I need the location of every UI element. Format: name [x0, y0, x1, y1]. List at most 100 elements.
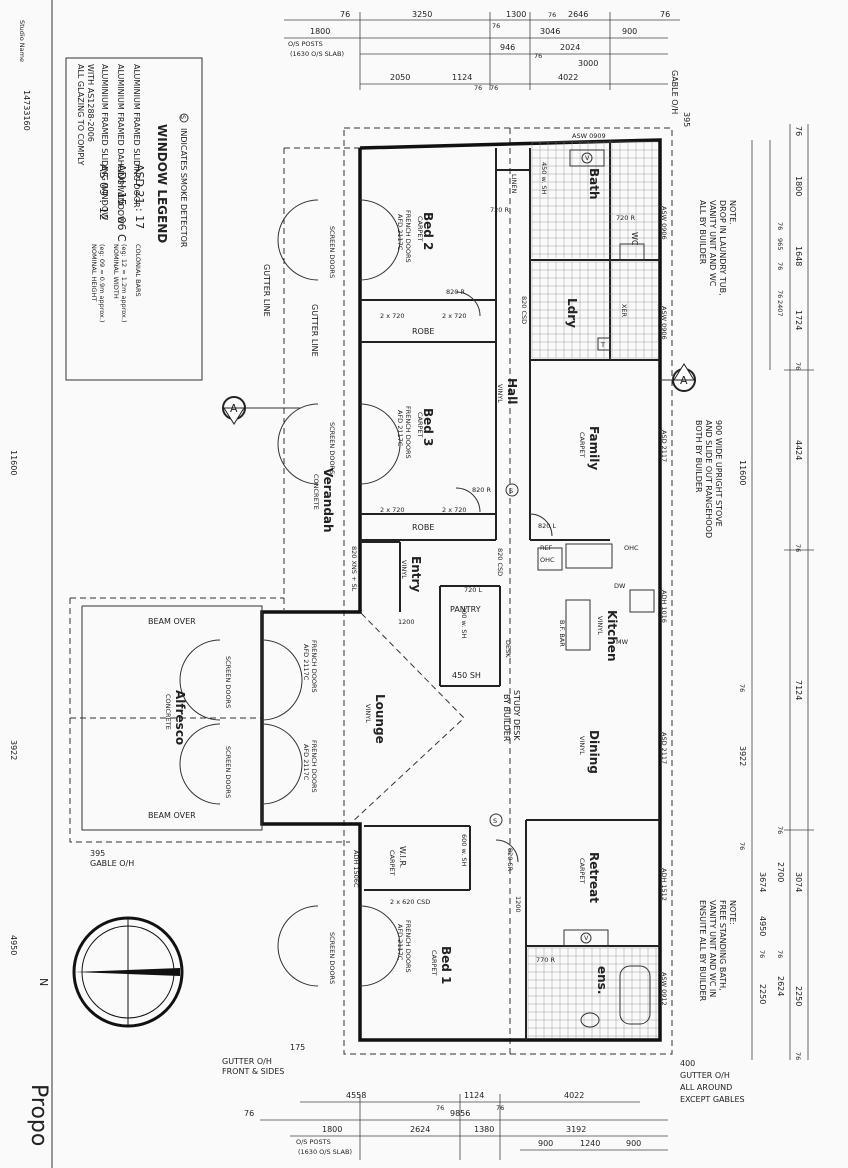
dim-r-1724: 1724: [794, 310, 803, 330]
svg-text:2 x 720: 2 x 720: [380, 312, 405, 320]
dim-r-2407: 2407: [776, 300, 784, 317]
bottom-os-slab: (1630 O/S SLAB): [298, 1148, 352, 1156]
gutter-line-1: GUTTER LINE: [262, 264, 271, 317]
room-entry: Entry: [409, 556, 423, 592]
dim-top-76d: 76: [534, 52, 542, 60]
svg-text:VINYL: VINYL: [578, 736, 586, 755]
svg-text:1800: 1800: [322, 1125, 342, 1134]
svg-text:V: V: [584, 934, 589, 942]
svg-text:CONCRETE: CONCRETE: [312, 474, 320, 510]
job-number: 14733160: [22, 90, 31, 131]
svg-text:820 CSD: 820 CSD: [520, 296, 528, 324]
studio-name-label: Studio Name: [18, 20, 26, 62]
dim-r-76a: 76: [794, 126, 803, 136]
room-bed3: Bed 3: [421, 408, 435, 446]
svg-text:1200: 1200: [514, 896, 522, 913]
svg-text:720 L: 720 L: [464, 586, 482, 594]
gable-oh-left: GABLE O/H: [90, 859, 134, 868]
legend-dahling-window: ALUMINIUM FRAMED DAHLING WINDOW: [116, 64, 125, 224]
svg-text:AND SLIDE OUT RANGEHOOD: AND SLIDE OUT RANGEHOOD: [704, 420, 713, 538]
dim-top-4022: 4022: [558, 73, 578, 82]
svg-text:CARPET: CARPET: [416, 216, 424, 242]
gutter-all-3: EXCEPT GABLES: [680, 1095, 745, 1104]
dim-r-2250a: 2250: [794, 986, 803, 1006]
gutter-labels: GUTTER LINE GUTTER LINE 395 GABLE O/H 17…: [90, 264, 745, 1104]
dim-top-76f: 76: [490, 84, 498, 92]
svg-text:AFD 2117C: AFD 2117C: [302, 644, 310, 681]
svg-text:DW: DW: [614, 582, 626, 590]
top-dimensions: 76 3250 1300 76 2646 76 1800 3046 900 O/…: [284, 10, 691, 127]
svg-text:4558: 4558: [346, 1091, 366, 1100]
room-verandah: Verandah: [321, 468, 335, 533]
dim-top-900: 900: [622, 27, 637, 36]
room-bath: Bath: [587, 168, 601, 200]
room-labels: Bed 2 CARPET FRENCH DOORS AFD 2117C SCRE…: [148, 162, 639, 994]
ensuite-basin-icon: [580, 932, 592, 944]
dim-r-965: 965: [776, 238, 784, 250]
svg-text:V: V: [585, 154, 590, 162]
dim-r-4424: 4424: [794, 440, 803, 460]
dim-r-76b: 76: [794, 362, 802, 370]
svg-text:BOTH BY BUILDER: BOTH BY BUILDER: [694, 420, 703, 493]
svg-text:820 CSD: 820 CSD: [496, 548, 504, 576]
dim-r-3674: 3674: [758, 872, 767, 892]
win-asw0912: ASW 0912: [660, 972, 668, 1006]
svg-text:1380: 1380: [474, 1125, 494, 1134]
bottom-os-posts: O/S POSTS: [296, 1138, 331, 1146]
room-pantry: PANTRY: [450, 605, 481, 614]
svg-text:VANITY UNIT AND WC IN: VANITY UNIT AND WC IN: [708, 900, 717, 997]
svg-text:3192: 3192: [566, 1125, 586, 1134]
legend-nominal-width-eg: (eg: 12 = 1.2m approx.): [120, 244, 128, 323]
svg-text:MW: MW: [616, 638, 629, 646]
dim-top-76c: 76: [660, 10, 670, 19]
svg-text:820 XNS + SL: 820 XNS + SL: [350, 546, 358, 592]
gutter-line-2: GUTTER LINE: [310, 304, 319, 357]
legend-nominal-height-eg: (eg: 09 = 0.9m approx.): [98, 244, 106, 323]
room-family: Family: [587, 426, 601, 470]
dim-top-76g: 76: [492, 22, 500, 30]
svg-text:XER: XER: [620, 304, 628, 318]
svg-text:SCREEN DOORS: SCREEN DOORS: [224, 746, 232, 798]
svg-text:CARPET: CARPET: [578, 432, 586, 458]
window-legend: ALL GLAZING TO COMPLY WITH AS1288-2006 A…: [65, 57, 203, 381]
svg-text:OHC: OHC: [540, 556, 555, 564]
svg-text:DROP IN LAUNDRY TUB,: DROP IN LAUNDRY TUB,: [718, 200, 727, 296]
svg-text:NOTE.: NOTE.: [728, 200, 737, 225]
svg-text:CARPET: CARPET: [416, 412, 424, 438]
svg-text:AFD 2117C: AFD 2117C: [396, 410, 404, 447]
note-stove: 900 WIDE UPRIGHT STOVE AND SLIDE OUT RAN…: [694, 420, 723, 538]
dim-top-2050: 2050: [390, 73, 410, 82]
room-bed1: Bed 1: [439, 946, 453, 984]
top-os-slab: (1630 O/S SLAB): [290, 50, 344, 58]
svg-text:VINYL: VINYL: [496, 384, 504, 403]
legend-colonial-bars: COLONIAL BARS: [134, 244, 142, 297]
win-adh1506c: ADH 1506C: [352, 850, 360, 888]
legend-as-code: AS 09 : 12: [97, 164, 110, 221]
dim-r-76i: 76: [776, 826, 784, 834]
svg-text:FRENCH DOORS: FRENCH DOORS: [310, 740, 318, 793]
svg-text:SCREEN DOORS: SCREEN DOORS: [328, 932, 336, 984]
legend-adh-code: ADH 15 : 06 C: [115, 164, 128, 242]
svg-text:CONCRETE: CONCRETE: [164, 694, 172, 730]
svg-text:SCREEN DOORS: SCREEN DOORS: [328, 226, 336, 278]
svg-text:ALL BY BUILDER: ALL BY BUILDER: [698, 200, 707, 265]
note-ensuite: NOTE: FREE STANDING BATH, VANITY UNIT AN…: [698, 900, 737, 1002]
gutter-front-2: FRONT & SIDES: [222, 1067, 284, 1076]
svg-text:300 w. SH: 300 w. SH: [460, 606, 468, 638]
room-wir: W.I.R.: [398, 846, 407, 868]
svg-text:FRENCH DOORS: FRENCH DOORS: [404, 920, 412, 973]
dim-top-3046: 3046: [540, 27, 560, 36]
dim-r-3074: 3074: [794, 872, 803, 892]
beam-over-bottom: BEAM OVER: [148, 811, 196, 820]
svg-text:A: A: [680, 374, 688, 387]
room-hall: Hall: [505, 378, 519, 404]
svg-text:AFD 2117C: AFD 2117C: [396, 214, 404, 251]
roof-lines: [69, 127, 673, 1055]
legend-nominal-width: NOMINAL WIDTH: [112, 244, 120, 299]
legend-sliding-window: ALUMINIUM FRAMED SLIDING WINDOW: [100, 64, 109, 220]
svg-text:820 R: 820 R: [446, 288, 465, 296]
north-arrow: N: [37, 916, 184, 1028]
room-wc: WC: [630, 232, 639, 246]
ensuite-toilet-icon: [580, 1012, 600, 1028]
